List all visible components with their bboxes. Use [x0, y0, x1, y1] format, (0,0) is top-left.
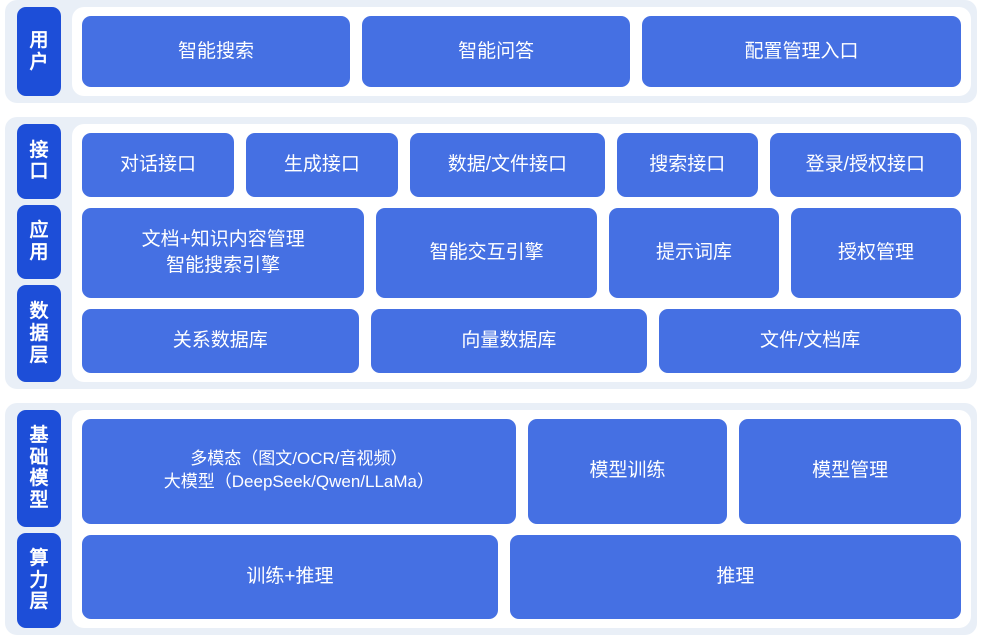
- row-user-entries: 智能搜索 智能问答 配置管理入口: [82, 16, 961, 87]
- card-user: 智能搜索 智能问答 配置管理入口: [72, 7, 971, 96]
- layer-tab-char: 算: [29, 547, 49, 569]
- row-compute-layer: 训练+推理 推理: [82, 534, 961, 620]
- box-intelligent-qa[interactable]: 智能问答: [362, 16, 631, 87]
- layer-tab-application[interactable]: 应 用: [17, 204, 61, 280]
- box-search-api[interactable]: 搜索接口: [616, 133, 758, 198]
- row-data-stores: 关系数据库 向量数据库 文件/文档库: [82, 308, 961, 374]
- box-vector-database[interactable]: 向量数据库: [370, 308, 648, 374]
- layer-tab-char: 数: [29, 300, 49, 322]
- box-inference[interactable]: 推理: [509, 534, 961, 620]
- box-model-training[interactable]: 模型训练: [527, 419, 728, 524]
- layer-tab-char: 模: [29, 468, 49, 490]
- card-infrastructure: 多模态（图文/OCR/音视频） 大模型（DeepSeek/Qwen/LLaMa）…: [72, 410, 971, 628]
- layer-tab-char: 层: [29, 591, 49, 613]
- box-config-management-entry[interactable]: 配置管理入口: [642, 16, 961, 87]
- section-platform: 接 口 应 用 数 据 层 对话接口 生成接口 数据/文件接口 搜索接口 登录/…: [5, 117, 977, 389]
- box-intelligent-search[interactable]: 智能搜索: [82, 16, 351, 87]
- box-intelligent-interaction-engine[interactable]: 智能交互引擎: [376, 208, 597, 298]
- layer-tab-char: 用: [29, 29, 49, 51]
- box-document-knowledge-management[interactable]: 文档+知识内容管理 智能搜索引擎: [82, 208, 365, 298]
- box-multimodal-large-model[interactable]: 多模态（图文/OCR/音视频） 大模型（DeepSeek/Qwen/LLaMa）: [82, 419, 516, 524]
- layer-tab-user[interactable]: 用 户: [17, 7, 61, 96]
- layer-tab-foundation-model[interactable]: 基 础 模 型: [17, 410, 61, 527]
- box-relational-database[interactable]: 关系数据库: [82, 308, 359, 374]
- box-model-management[interactable]: 模型管理: [739, 419, 961, 524]
- layer-tab-char: 基: [29, 424, 49, 446]
- layer-tab-char: 据: [29, 322, 49, 344]
- layer-tab-char: 层: [29, 344, 49, 366]
- box-data-file-api[interactable]: 数据/文件接口: [409, 133, 605, 198]
- card-platform: 对话接口 生成接口 数据/文件接口 搜索接口 登录/授权接口 文档+知识内容管理…: [72, 124, 971, 382]
- layer-tab-interface[interactable]: 接 口: [17, 124, 61, 199]
- layer-tab-data[interactable]: 数 据 层: [17, 285, 61, 382]
- row-application-modules: 文档+知识内容管理 智能搜索引擎 智能交互引擎 提示词库 授权管理: [82, 208, 961, 298]
- section-user: 用 户 智能搜索 智能问答 配置管理入口: [5, 0, 977, 103]
- row-model-layer: 多模态（图文/OCR/音视频） 大模型（DeepSeek/Qwen/LLaMa）…: [82, 419, 961, 524]
- layer-tab-char: 础: [29, 446, 49, 468]
- layer-tab-char: 用: [29, 242, 49, 264]
- row-interface-apis: 对话接口 生成接口 数据/文件接口 搜索接口 登录/授权接口: [82, 133, 962, 198]
- box-training-inference[interactable]: 训练+推理: [82, 534, 498, 620]
- layer-tab-char: 型: [29, 490, 49, 512]
- box-generation-api[interactable]: 生成接口: [245, 133, 398, 198]
- box-authorization-management[interactable]: 授权管理: [790, 208, 961, 298]
- box-login-auth-api[interactable]: 登录/授权接口: [769, 133, 962, 198]
- layer-tab-char: 接: [29, 139, 49, 161]
- section-infrastructure: 基 础 模 型 算 力 层 多模态（图文/OCR/音视频） 大模型（DeepSe…: [5, 403, 977, 635]
- box-dialog-api[interactable]: 对话接口: [82, 133, 234, 198]
- layer-tab-compute[interactable]: 算 力 层: [17, 532, 61, 628]
- layer-tab-char: 户: [29, 51, 49, 73]
- tab-column-platform: 接 口 应 用 数 据 层: [17, 124, 61, 382]
- layer-tab-char: 口: [29, 161, 49, 183]
- tab-column-infrastructure: 基 础 模 型 算 力 层: [17, 410, 61, 628]
- box-prompt-library[interactable]: 提示词库: [608, 208, 779, 298]
- layer-tab-char: 力: [29, 569, 49, 591]
- box-file-document-store[interactable]: 文件/文档库: [659, 308, 961, 374]
- layer-tab-char: 应: [29, 220, 49, 242]
- tab-column-user: 用 户: [17, 7, 61, 96]
